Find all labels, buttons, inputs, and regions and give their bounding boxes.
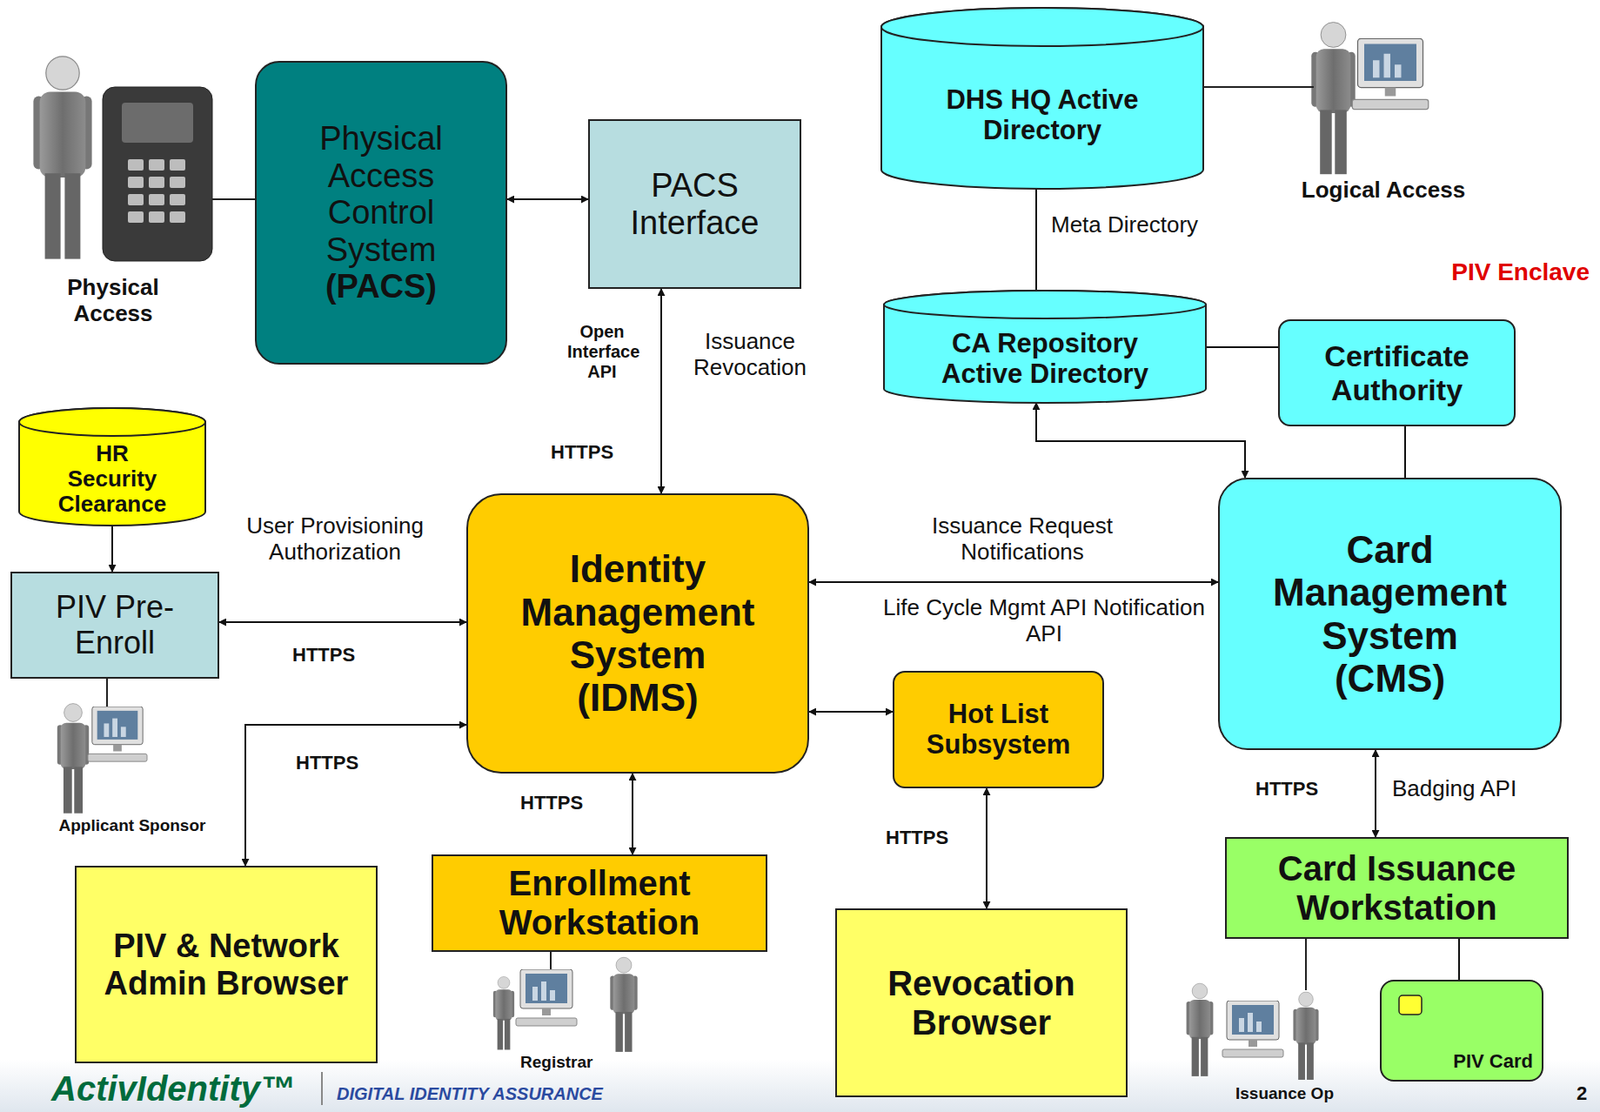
edge-label: User Provisioning Authorization — [243, 513, 427, 566]
text-label: Issuance Op — [1235, 1084, 1334, 1104]
wire — [212, 198, 255, 201]
text-label: Registrar — [520, 1052, 593, 1072]
computer-icon — [1352, 38, 1429, 109]
connector — [809, 710, 893, 713]
browser-box: Revocation Browser — [835, 908, 1128, 1098]
footer-band — [0, 1059, 1600, 1112]
node-text: Enrollment Workstation — [441, 863, 757, 943]
node-text: Physical Access Control System — [285, 120, 477, 268]
text-label: DIGITAL IDENTITY ASSURANCE — [336, 1084, 603, 1105]
text-label: 2 — [1576, 1082, 1587, 1105]
node-text: HR Security Clearance — [51, 441, 174, 517]
connector — [111, 525, 114, 572]
cylinder-top — [883, 290, 1206, 319]
text-label: HTTPS — [550, 441, 614, 463]
person-figure — [57, 703, 89, 814]
connector — [660, 288, 663, 494]
connector — [809, 581, 1219, 583]
connector — [985, 788, 988, 909]
node-text: Identity Management System (IDMS) — [511, 547, 764, 719]
node-text: Certificate Authority — [1288, 339, 1506, 406]
connector — [507, 198, 589, 201]
pacs-box: Physical Access Control System(PACS) — [254, 60, 508, 365]
idms-box: Identity Management System (IDMS) — [466, 493, 810, 774]
edge-label: Issuance Request Notifications — [874, 513, 1171, 566]
connector — [219, 621, 467, 623]
text-label: Life Cycle Mgmt API Notification API — [878, 595, 1210, 648]
card-chip — [1399, 995, 1422, 1015]
text-label: Logical Access — [1287, 177, 1480, 204]
computer-icon — [1222, 1000, 1284, 1058]
text-label: Open Interface API — [567, 321, 637, 382]
wire — [106, 678, 108, 707]
node-text: Card Issuance Workstation — [1235, 849, 1559, 928]
connector — [1035, 188, 1038, 291]
edge-label: Issuance Revocation — [680, 328, 820, 382]
workstation-box: Card Issuance Workstation — [1225, 836, 1569, 939]
wire — [1305, 938, 1307, 991]
person-figure — [493, 976, 515, 1050]
directory-cylinder: CA Repository Active Directory — [883, 290, 1207, 403]
edge-label: HTTPS — [520, 791, 583, 814]
cylinder-body — [883, 290, 1206, 403]
cylinder-top — [881, 7, 1204, 47]
browser-box: PIV & Network Admin Browser — [74, 865, 378, 1064]
person-figure — [33, 56, 92, 260]
person-figure — [609, 957, 637, 1052]
text-label: HTTPS — [1255, 777, 1319, 800]
workstation-box: Enrollment Workstation — [431, 854, 768, 952]
subsystem-box: Hot List Subsystem — [892, 670, 1105, 789]
cms-box: Card Management System (CMS) — [1218, 477, 1562, 750]
connector — [1036, 402, 1246, 478]
computer-icon — [87, 706, 148, 762]
card-reader — [102, 87, 213, 262]
node-text: PACS Interface — [598, 167, 791, 242]
edge-label: HTTPS — [885, 826, 949, 849]
authority-box: Certificate Authority — [1278, 319, 1516, 427]
text-label: HTTPS — [292, 643, 355, 666]
database-cylinder: HR Security Clearance — [18, 408, 207, 526]
cylinder-top — [19, 408, 206, 436]
person-figure — [1292, 991, 1319, 1080]
enclave-shape — [416, 254, 1600, 817]
node-text: Revocation Browser — [845, 964, 1118, 1043]
connector — [1374, 749, 1377, 837]
connector — [1404, 426, 1406, 478]
person-figure — [1186, 983, 1214, 1077]
node-text: PIV Pre-Enroll — [20, 589, 209, 661]
text-label: Applicant Sponsor — [53, 816, 211, 836]
cylinder-body — [19, 408, 206, 526]
piv-card: PIV Card — [1379, 979, 1544, 1082]
connector — [631, 773, 634, 855]
node-text: Card Management System (CMS) — [1271, 528, 1509, 700]
connector — [1458, 938, 1460, 980]
connector — [245, 724, 467, 866]
interface-box: PACS Interface — [588, 119, 802, 289]
computer-icon — [515, 969, 577, 1026]
process-box: PIV Pre-Enroll — [10, 571, 220, 679]
node-text: PIV Card — [1452, 1051, 1534, 1073]
edge-label: Badging API — [1392, 776, 1517, 803]
footer-divider — [321, 1071, 323, 1105]
edge-label: HTTPS — [295, 751, 359, 774]
node-text: PIV Enclave — [1451, 258, 1590, 286]
edge-label: Meta Directory — [1051, 212, 1199, 239]
node-text: PIV & Network Admin Browser — [93, 927, 360, 1002]
wire — [1204, 86, 1314, 88]
directory-cylinder: DHS HQ Active Directory — [880, 7, 1205, 189]
text-label: ActivIdentity™ — [51, 1068, 295, 1109]
node-text: Hot List Subsystem — [911, 699, 1086, 760]
node-text: DHS HQ Active Directory — [911, 85, 1173, 146]
text-label: Physical Access — [34, 274, 192, 328]
node-text: CA Repository Active Directory — [914, 328, 1176, 389]
connector — [1206, 346, 1279, 349]
cylinder-body — [881, 7, 1204, 189]
node-text: (PACS) — [325, 267, 437, 306]
wire — [549, 951, 552, 970]
person-figure — [1311, 22, 1355, 175]
